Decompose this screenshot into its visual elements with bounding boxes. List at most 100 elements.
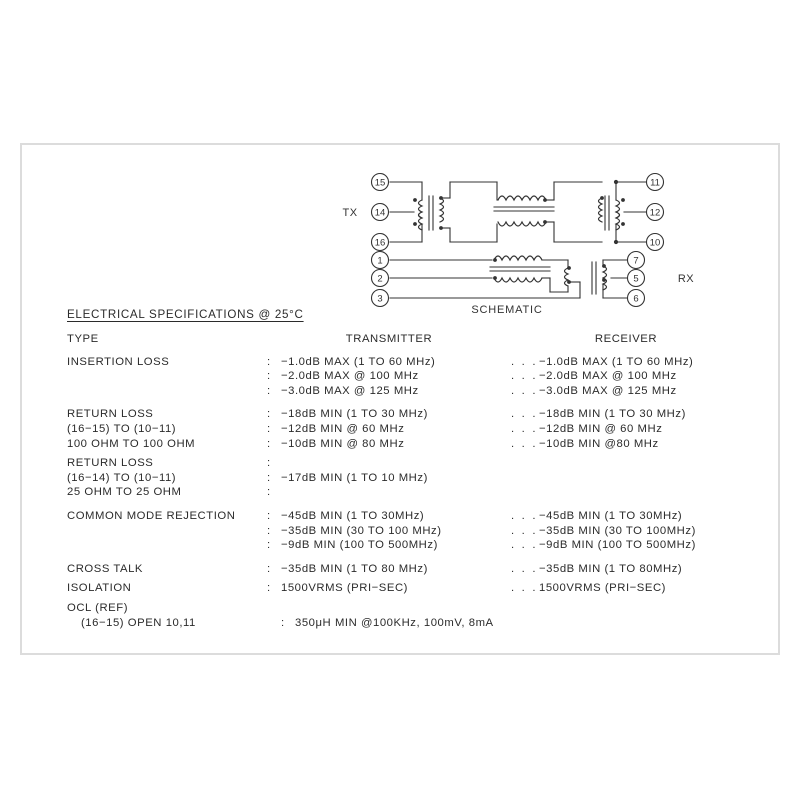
- pin-label-rx-left-2: 3: [377, 294, 382, 305]
- table-row: INSERTION LOSS : −1.0dB MAX (1 TO 60 MHz…: [67, 355, 767, 370]
- table-row: (16−15) TO (10−11) : −12dB MIN @ 60 MHz …: [67, 422, 767, 437]
- row-tx-value: −45dB MIN (1 TO 30MHz): [281, 509, 425, 522]
- row-tx-value: −2.0dB MAX @ 100 MHz: [281, 370, 419, 383]
- pin-circle-rx-2: [370, 268, 390, 288]
- row-tx-value: −18dB MIN (1 TO 30 MHz): [281, 408, 428, 421]
- table-row: (16−15) OPEN 10,11 : 350μH MIN @100KHz, …: [67, 616, 767, 631]
- pin-label-tx-left-1: 14: [375, 208, 386, 219]
- rx-label: RX: [678, 273, 694, 285]
- row-colon: :: [267, 509, 271, 522]
- row-dots: . . .: [511, 539, 538, 552]
- pin-circle-tx-11: [645, 172, 665, 192]
- datasheet-sheet: 15 14 16 11 12 10 1 2 3: [20, 143, 780, 655]
- table-row: RETURN LOSS :: [67, 456, 767, 471]
- row-tx-value: −12dB MIN @ 60 MHz: [281, 422, 405, 435]
- row-rx-value: −1.0dB MAX (1 TO 60 MHz): [539, 355, 694, 368]
- row-type: RETURN LOSS: [67, 408, 154, 421]
- pin-label-rx-right-1: 5: [633, 274, 638, 285]
- table-row: : −35dB MIN (30 TO 100 MHz) . . . −35dB …: [67, 524, 767, 539]
- row-tx-value: −3.0dB MAX @ 125 MHz: [281, 384, 419, 397]
- row-tx-value: 350μH MIN @100KHz, 100mV, 8mA: [295, 616, 494, 629]
- row-tx-value: −35dB MIN (1 TO 80 MHz): [281, 562, 428, 575]
- pin-label-rx-left-1: 2: [377, 274, 382, 285]
- row-dots: . . .: [511, 524, 538, 537]
- row-colon: :: [267, 422, 271, 435]
- table-row: (16−14) TO (10−11) : −17dB MIN (1 TO 10 …: [67, 471, 767, 486]
- row-colon: :: [281, 616, 285, 629]
- row-spacer: [67, 553, 767, 562]
- row-colon: :: [267, 384, 271, 397]
- row-tx-value: −10dB MIN @ 80 MHz: [281, 437, 405, 450]
- table-row: ISOLATION : 1500VRMS (PRI−SEC) . . . 150…: [67, 581, 767, 596]
- row-dots: . . .: [511, 562, 538, 575]
- schematic-svg: 15 14 16 11 12 10 1 2 3: [342, 172, 694, 315]
- row-type: CROSS TALK: [67, 562, 144, 575]
- header-type: TYPE: [67, 333, 99, 345]
- row-rx-value: −9dB MIN (100 TO 500MHz): [539, 539, 696, 552]
- row-rx-value: −12dB MIN @ 60 MHz: [539, 422, 663, 435]
- header-receiver: RECEIVER: [594, 333, 658, 345]
- row-spacer: [67, 500, 767, 509]
- row-tx-value: −9dB MIN (100 TO 500MHz): [281, 539, 438, 552]
- pin-label-tx-left-2: 16: [375, 238, 386, 249]
- row-colon: :: [267, 486, 271, 499]
- row-colon: :: [267, 539, 271, 552]
- row-dots: . . .: [511, 370, 538, 383]
- row-dots: . . .: [511, 437, 538, 450]
- schematic-caption: SCHEMATIC: [471, 304, 542, 315]
- row-colon: :: [267, 437, 271, 450]
- pin-label-rx-right-2: 6: [633, 294, 638, 305]
- pin-label-tx-right-0: 11: [650, 178, 660, 189]
- row-type: INSERTION LOSS: [67, 355, 170, 368]
- row-dots: . . .: [511, 582, 538, 595]
- row-dots: . . .: [511, 422, 538, 435]
- row-colon: :: [267, 562, 271, 575]
- row-type: (16−15) OPEN 10,11: [81, 616, 196, 629]
- table-row: RETURN LOSS : −18dB MIN (1 TO 30 MHz) . …: [67, 407, 767, 422]
- schematic-diagram: 15 14 16 11 12 10 1 2 3: [322, 160, 722, 315]
- pin-label-tx-right-1: 12: [650, 208, 661, 219]
- polarity-dots: [413, 179, 625, 284]
- row-tx-value: −17dB MIN (1 TO 10 MHz): [281, 471, 428, 484]
- row-type: COMMON MODE REJECTION: [67, 509, 236, 522]
- table-row: : −9dB MIN (100 TO 500MHz) . . . −9dB MI…: [67, 538, 767, 553]
- row-rx-value: −18dB MIN (1 TO 30 MHz): [539, 408, 686, 421]
- pin-circle-rx-6: [626, 288, 646, 308]
- table-row: CROSS TALK : −35dB MIN (1 TO 80 MHz) . .…: [67, 562, 767, 577]
- row-rx-value: −3.0dB MAX @ 125 MHz: [539, 384, 677, 397]
- row-type: 25 OHM TO 25 OHM: [67, 486, 182, 499]
- row-rx-value: −45dB MIN (1 TO 30MHz): [539, 509, 683, 522]
- table-row: 25 OHM TO 25 OHM :: [67, 485, 767, 500]
- row-rx-value: −35dB MIN (1 TO 80MHz): [539, 562, 683, 575]
- row-type: (16−14) TO (10−11): [67, 471, 177, 484]
- row-type: RETURN LOSS: [67, 457, 154, 470]
- row-dots: . . .: [511, 509, 538, 522]
- row-type: OCL (REF): [67, 601, 129, 614]
- pin-circle-rx-5: [626, 268, 646, 288]
- row-tx-value: −35dB MIN (30 TO 100 MHz): [281, 524, 442, 537]
- row-colon: :: [267, 370, 271, 383]
- pin-label-rx-right-0: 7: [633, 256, 638, 267]
- pin-circle-tx-15: [370, 172, 390, 192]
- pin-markers: 15 14 16 11 12 10 1 2 3: [370, 172, 665, 308]
- table-row: OCL (REF): [67, 601, 767, 616]
- row-rx-value: −35dB MIN (30 TO 100MHz): [539, 524, 696, 537]
- row-rx-value: 1500VRMS (PRI−SEC): [539, 582, 666, 595]
- table-row: : −3.0dB MAX @ 125 MHz . . . −3.0dB MAX …: [67, 384, 767, 399]
- pin-circle-tx-14: [370, 202, 390, 222]
- row-type: (16−15) TO (10−11): [67, 422, 177, 435]
- header-transmitter: TRANSMITTER: [345, 333, 433, 345]
- pin-circle-tx-12: [645, 202, 665, 222]
- row-type: ISOLATION: [67, 582, 132, 595]
- row-colon: :: [267, 408, 271, 421]
- row-colon: :: [267, 471, 271, 484]
- row-dots: . . .: [511, 355, 538, 368]
- pin-label-tx-left-0: 15: [375, 178, 386, 189]
- row-tx-value: 1500VRMS (PRI−SEC): [281, 582, 408, 595]
- pin-label-tx-right-2: 10: [650, 238, 661, 249]
- pin-circle-rx-7: [626, 250, 646, 270]
- pin-circle-tx-10: [645, 232, 665, 252]
- row-dots: . . .: [511, 408, 538, 421]
- row-colon: :: [267, 355, 271, 368]
- row-dots: . . .: [511, 384, 538, 397]
